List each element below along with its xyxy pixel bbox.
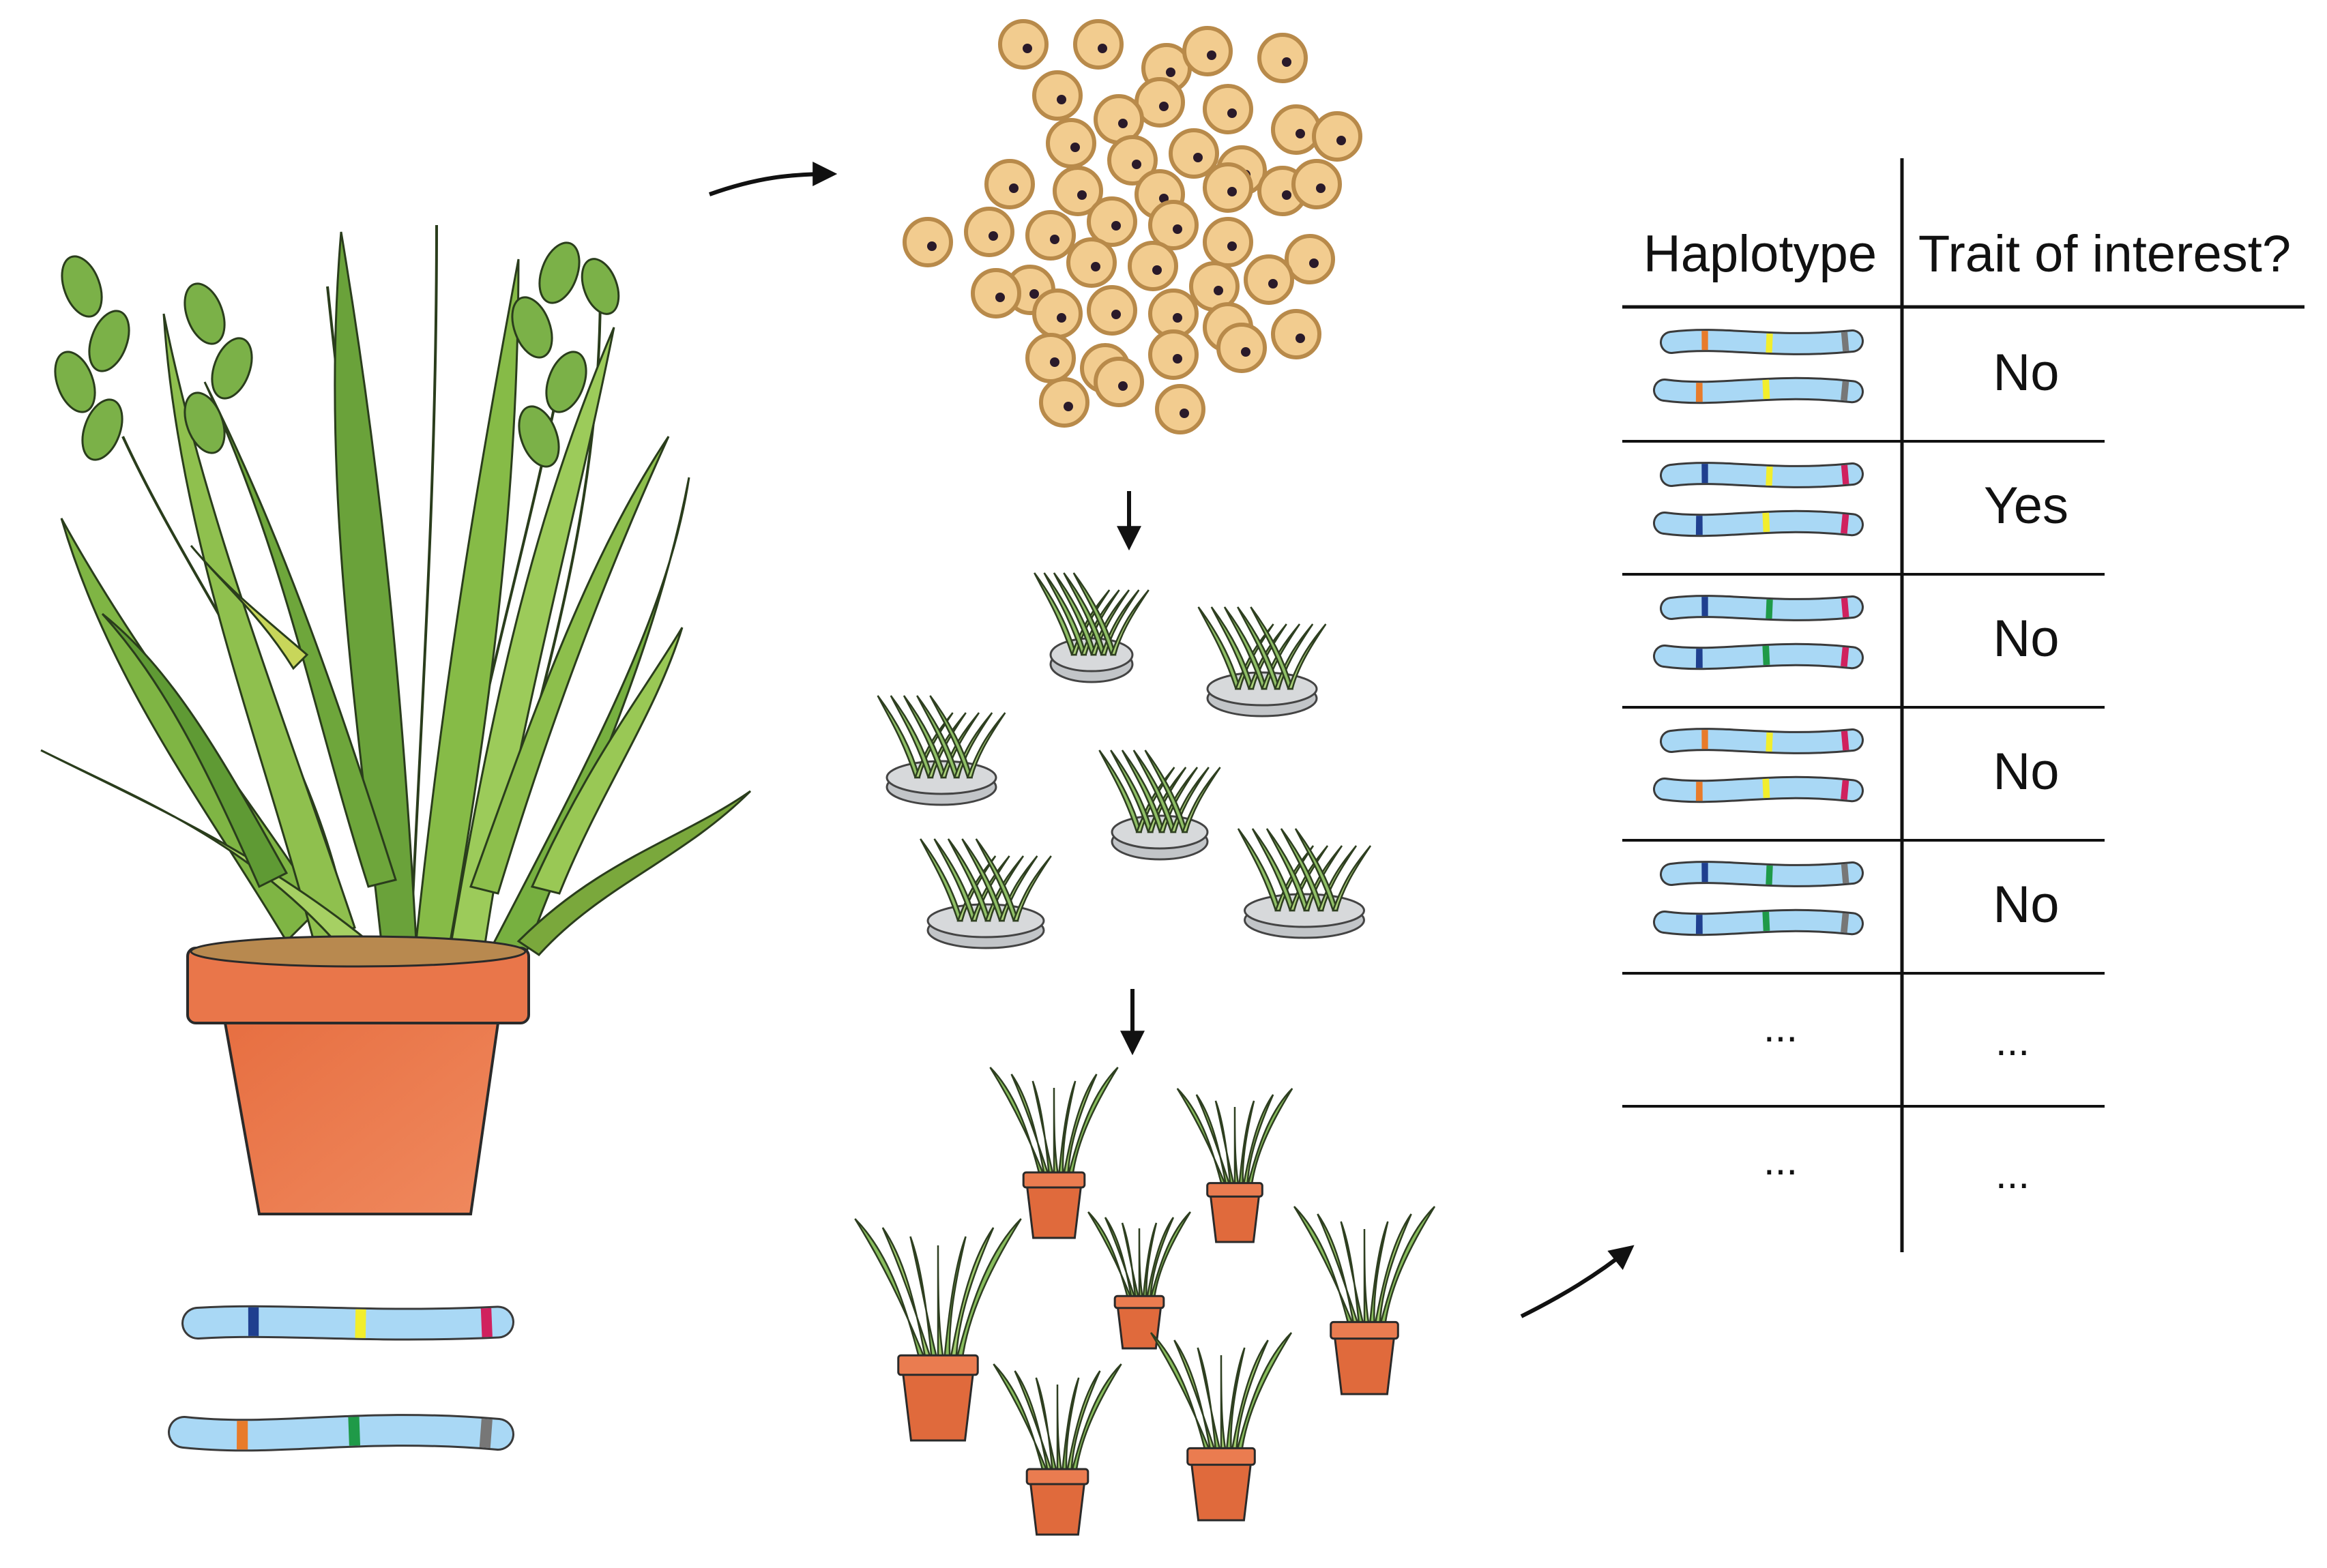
table-row: No: [1622, 861, 2105, 975]
pollen-grain: [1257, 33, 1308, 83]
pollen-grain: [1155, 384, 1205, 434]
header-trait: Trait of interest?: [1918, 225, 2291, 283]
pollen-grain: [971, 268, 1021, 319]
potted-plantlet: [989, 1067, 1119, 1239]
trait-cell: No: [1993, 344, 2059, 402]
table-row: No: [1622, 728, 2105, 842]
haplotype-chromosome: [1653, 509, 1864, 537]
parent-chromosome-top: [181, 1305, 514, 1341]
pollen-grain: [1216, 323, 1267, 373]
table-row: No: [1622, 329, 2105, 443]
pollen-grain: [1087, 285, 1137, 336]
haplotype-ellipsis: ...: [1763, 1138, 1798, 1183]
haplotype-chromosome: [1660, 728, 1864, 754]
haplotype-chromosome: [1660, 861, 1864, 887]
pollen-grain: [1203, 162, 1253, 213]
trait-ellipsis: ...: [1995, 1018, 2030, 1064]
petri-dish: [877, 695, 1006, 806]
parent-chromosomes: [168, 1305, 514, 1452]
pollen-grain: [1244, 254, 1294, 305]
table-row: ......: [1763, 1138, 2030, 1197]
pollen-grain: [964, 207, 1014, 257]
table-row: ......: [1622, 1005, 2105, 1108]
pollen-grain: [1285, 234, 1335, 284]
haplotype-chromosome: [1653, 775, 1864, 803]
pollen-grain: [1148, 200, 1199, 250]
table-row: Yes: [1622, 462, 2105, 576]
pollen-grain: [1271, 104, 1321, 155]
pollen-grain: [1203, 217, 1253, 267]
petri-dish: [1034, 572, 1150, 683]
pollen-grain: [1107, 135, 1158, 186]
haplotype-chromosome: [1653, 642, 1864, 670]
trait-cell: No: [1993, 876, 2059, 934]
trait-cell: No: [1993, 743, 2059, 801]
parent-chromosome-bottom: [168, 1414, 514, 1452]
pollen-grain: [1182, 26, 1233, 76]
pollen-grains-illustration: [903, 19, 1362, 434]
pollen-grain: [1271, 309, 1321, 359]
haplotype-chromosome: [1653, 908, 1864, 936]
pollen-grain: [1148, 289, 1199, 339]
pollen-grain: [903, 217, 953, 267]
haplotype-chromosome: [1660, 595, 1864, 621]
pollen-grain: [1128, 241, 1178, 291]
pollen-grain: [1094, 357, 1144, 407]
potted-plantlet: [1176, 1088, 1293, 1243]
pollen-grain: [998, 19, 1049, 70]
pollen-grain: [1189, 261, 1240, 312]
pollen-grain: [1032, 70, 1083, 121]
haplotype-ellipsis: ...: [1763, 1005, 1798, 1050]
petri-dish: [920, 838, 1052, 949]
trait-cell: Yes: [1984, 477, 2068, 535]
trait-cell: No: [1993, 610, 2059, 668]
pollen-grain: [1148, 329, 1199, 380]
plant-illustration: [40, 224, 752, 1215]
arrow-icon: [708, 162, 838, 196]
petri-dish: [1237, 828, 1372, 939]
pollen-grain: [1312, 111, 1362, 162]
pollen-grain: [1087, 196, 1137, 247]
potted-plantlet: [1150, 1332, 1293, 1522]
petri-dish: [1197, 606, 1327, 718]
pollen-grain: [1066, 237, 1117, 288]
table-row: No: [1622, 595, 2105, 709]
haplotype-chromosome: [1660, 462, 1864, 488]
petri-dish: [1098, 750, 1221, 861]
pollen-grain: [1039, 377, 1089, 428]
pollen-grain: [1046, 118, 1096, 168]
pollen-grain: [1203, 84, 1253, 134]
trait-ellipsis: ...: [1995, 1151, 2030, 1197]
potted-plantlet: [1293, 1206, 1436, 1395]
pollen-grain: [1073, 19, 1124, 70]
potted-plantlet: [1087, 1211, 1191, 1350]
pollen-grain: [1291, 159, 1342, 209]
pollen-grain: [1025, 333, 1076, 383]
pollen-grain: [1025, 210, 1076, 261]
pollen-grain: [1032, 289, 1083, 339]
potted-plantlet: [993, 1363, 1122, 1536]
haplotype-chromosome: [1653, 376, 1864, 404]
potted-plantlet: [854, 1218, 1022, 1442]
petri-dish-seedlings-illustration: [877, 572, 1372, 949]
arrow-icon: [1520, 1245, 1635, 1318]
pollen-grain: [1053, 166, 1103, 216]
haplotype-table: Haplotype Trait of interest? NoYesNoNoNo…: [1622, 158, 2304, 1252]
pollen-grain: [984, 159, 1035, 209]
header-haplotype: Haplotype: [1643, 225, 1877, 283]
potted-plantlets-illustration: [854, 1067, 1436, 1536]
haplotype-chromosome: [1660, 329, 1864, 355]
pollen-grain: [1169, 128, 1219, 179]
